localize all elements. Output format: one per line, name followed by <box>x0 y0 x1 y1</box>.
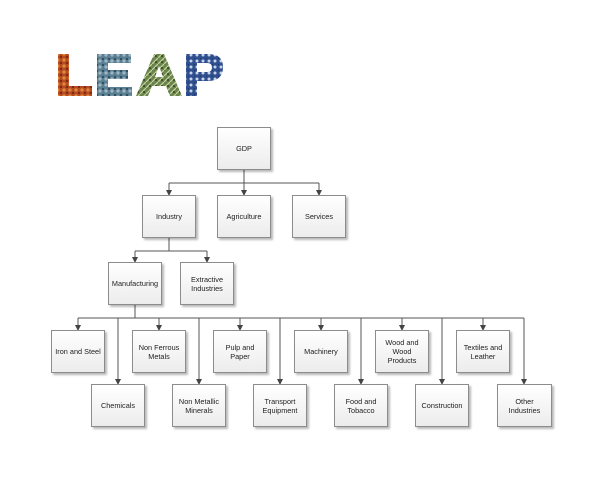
node-chemicals: Chemicals <box>91 384 145 427</box>
node-manufacturing: Manufacturing <box>108 262 162 305</box>
node-other-industries: Other Industries <box>497 384 552 427</box>
leap-logo <box>58 54 223 96</box>
node-non-metallic-minerals: Non Metallic Minerals <box>172 384 226 427</box>
node-construction: Construction <box>415 384 469 427</box>
node-non-ferrous-metals: Non Ferrous Metals <box>132 330 186 373</box>
logo-letter-a <box>136 54 182 96</box>
node-agriculture: Agriculture <box>217 195 271 238</box>
node-wood-and-wood-products: Wood and Wood Products <box>375 330 429 373</box>
logo-letter-e <box>97 54 132 96</box>
node-textiles-and-leather: Textiles and Leather <box>456 330 510 373</box>
node-food-and-tobacco: Food and Tobacco <box>334 384 388 427</box>
node-gdp: GDP <box>217 127 271 170</box>
node-services: Services <box>292 195 346 238</box>
node-industry: Industry <box>142 195 196 238</box>
node-iron-and-steel: Iron and Steel <box>51 330 105 373</box>
node-transport-equipment: Transport Equipment <box>253 384 307 427</box>
logo-letter-l <box>58 54 92 96</box>
logo-letter-p <box>186 54 223 96</box>
node-machinery: Machinery <box>294 330 348 373</box>
node-extractive-industries: Extractive Industries <box>180 262 234 305</box>
node-pulp-and-paper: Pulp and Paper <box>213 330 267 373</box>
